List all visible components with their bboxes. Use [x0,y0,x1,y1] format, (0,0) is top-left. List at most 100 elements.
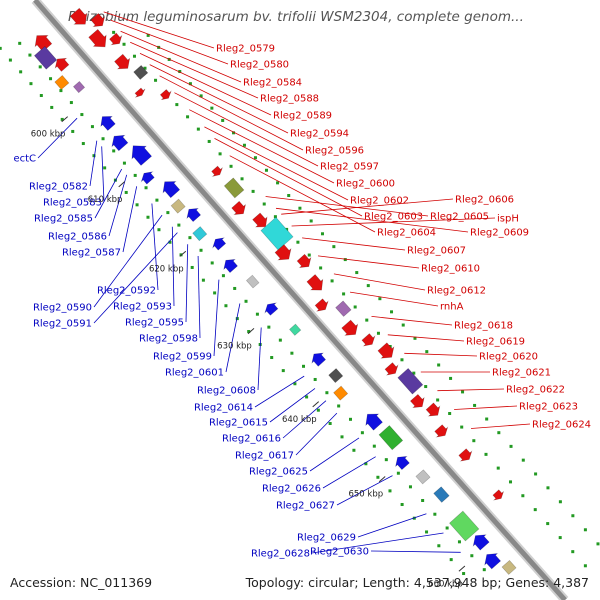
reverse-gene-label[interactable]: Rleg2_0616 [222,434,281,445]
reverse-gene-glyph[interactable] [328,368,344,384]
reverse-gene-glyph[interactable] [162,181,181,199]
forward-gene-label[interactable]: Rleg2_0620 [479,352,538,363]
reverse-gene-label[interactable]: Rleg2_0615 [209,418,268,429]
forward-gene-label[interactable]: Rleg2_0594 [290,129,349,140]
forward-gene-label[interactable]: Rleg2_0589 [273,111,332,122]
reverse-gene-label[interactable]: Rleg2_0582 [29,182,88,193]
forward-gene-label[interactable]: Rleg2_0603 [364,212,423,223]
reverse-gene-label[interactable]: Rleg2_0614 [194,403,253,414]
forward-gene-label[interactable]: Rleg2_0622 [506,385,565,396]
reverse-gene-glyph[interactable] [245,274,260,289]
forward-gene-glyph[interactable] [133,64,149,80]
forward-gene-glyph[interactable] [296,253,312,268]
forward-gene-glyph[interactable] [377,342,395,359]
forward-gene-label[interactable]: Rleg2_0609 [470,228,529,239]
forward-gene-glyph[interactable] [335,300,352,317]
reverse-gene-label[interactable]: Rleg2_0601 [165,368,224,379]
reverse-gene-glyph[interactable] [311,352,327,367]
reverse-gene-label[interactable]: Rleg2_0585 [34,214,93,225]
reverse-gene-label[interactable]: Rleg2_0590 [33,303,92,314]
reverse-gene-glyph[interactable] [140,171,155,185]
reverse-gene-label[interactable]: Rleg2_0583 [43,198,102,209]
forward-gene-glyph[interactable] [384,362,399,376]
reverse-gene-label[interactable]: Rleg2_0608 [197,386,256,397]
reverse-gene-label[interactable]: Rleg2_0630 [310,547,369,558]
forward-gene-label[interactable]: rnhA [440,302,464,313]
reverse-gene-label[interactable]: Rleg2_0627 [276,501,335,512]
reverse-gene-glyph[interactable] [501,559,517,575]
forward-gene-label[interactable]: Rleg2_0619 [466,337,525,348]
forward-gene-glyph[interactable] [397,367,424,395]
reverse-gene-glyph[interactable] [54,74,70,90]
forward-gene-glyph[interactable] [109,32,123,46]
reverse-gene-glyph[interactable] [449,510,480,542]
reverse-gene-label[interactable]: Rleg2_0592 [97,286,156,297]
forward-gene-label[interactable]: Rleg2_0588 [260,94,319,105]
forward-gene-glyph[interactable] [69,7,88,25]
forward-gene-label[interactable]: Rleg2_0605 [430,212,489,223]
forward-gene-label[interactable]: Rleg2_0579 [216,44,275,55]
reverse-gene-glyph[interactable] [111,134,129,152]
reverse-gene-glyph[interactable] [378,425,404,451]
forward-gene-label[interactable]: Rleg2_0597 [320,162,379,173]
forward-gene-label[interactable]: Rleg2_0621 [492,368,551,379]
forward-gene-label[interactable]: Rleg2_0604 [377,228,436,239]
reverse-gene-glyph[interactable] [433,486,450,503]
forward-gene-glyph[interactable] [425,402,441,417]
reverse-gene-glyph[interactable] [472,534,490,551]
reverse-gene-glyph[interactable] [100,116,116,131]
reverse-gene-label[interactable]: Rleg2_0591 [33,319,92,330]
reverse-gene-glyph[interactable] [72,80,86,94]
reverse-gene-glyph[interactable] [415,469,431,485]
reverse-gene-label[interactable]: Rleg2_0595 [125,318,184,329]
reverse-gene-label[interactable]: Rleg2_0599 [153,352,212,363]
forward-gene-label[interactable]: Rleg2_0610 [421,264,480,275]
forward-gene-glyph[interactable] [274,244,292,261]
reverse-gene-glyph[interactable] [289,323,302,336]
reverse-gene-glyph[interactable] [484,553,502,570]
forward-gene-glyph[interactable] [306,274,324,291]
forward-gene-glyph[interactable] [88,28,107,48]
forward-gene-label[interactable]: Rleg2_0624 [532,420,591,431]
forward-gene-label[interactable]: Rleg2_0596 [305,146,364,157]
reverse-gene-glyph[interactable] [333,385,349,401]
reverse-gene-glyph[interactable] [365,413,383,431]
reverse-gene-label[interactable]: Rleg2_0593 [113,302,172,313]
forward-gene-glyph[interactable] [134,87,146,98]
reverse-gene-glyph[interactable] [223,259,238,274]
reverse-gene-label[interactable]: Rleg2_0628 [251,549,310,560]
reverse-gene-label[interactable]: ectC [13,154,36,165]
forward-gene-glyph[interactable] [458,448,473,462]
reverse-gene-glyph[interactable] [264,302,279,316]
forward-gene-glyph[interactable] [223,177,245,199]
reverse-gene-label[interactable]: Rleg2_0625 [249,467,308,478]
reverse-gene-glyph[interactable] [33,45,58,70]
forward-gene-glyph[interactable] [361,333,376,347]
forward-gene-label[interactable]: Rleg2_0606 [455,195,514,206]
forward-gene-glyph[interactable] [434,424,449,438]
forward-gene-label[interactable]: Rleg2_0584 [243,78,302,89]
forward-gene-label[interactable]: Rleg2_0580 [230,60,289,71]
forward-gene-glyph[interactable] [492,489,504,501]
forward-gene-glyph[interactable] [252,212,268,228]
forward-gene-glyph[interactable] [231,200,247,215]
reverse-gene-glyph[interactable] [212,237,227,251]
reverse-gene-label[interactable]: Rleg2_0617 [235,451,294,462]
forward-gene-label[interactable]: Rleg2_0618 [454,321,513,332]
reverse-gene-glyph[interactable] [54,57,70,72]
forward-gene-label[interactable]: Rleg2_0623 [519,402,578,413]
forward-gene-glyph[interactable] [211,165,224,177]
reverse-gene-label[interactable]: Rleg2_0586 [48,232,107,243]
forward-gene-glyph[interactable] [409,393,425,408]
reverse-gene-label[interactable]: Rleg2_0626 [262,484,321,495]
forward-gene-glyph[interactable] [159,89,172,100]
forward-gene-glyph[interactable] [341,319,359,336]
reverse-gene-glyph[interactable] [395,456,410,471]
reverse-gene-label[interactable]: Rleg2_0587 [62,248,121,259]
forward-gene-glyph[interactable] [114,53,131,70]
reverse-gene-glyph[interactable] [186,208,202,223]
forward-gene-label[interactable]: Rleg2_0612 [427,286,486,297]
forward-gene-label[interactable]: ispH [497,214,519,225]
reverse-gene-glyph[interactable] [170,198,186,214]
